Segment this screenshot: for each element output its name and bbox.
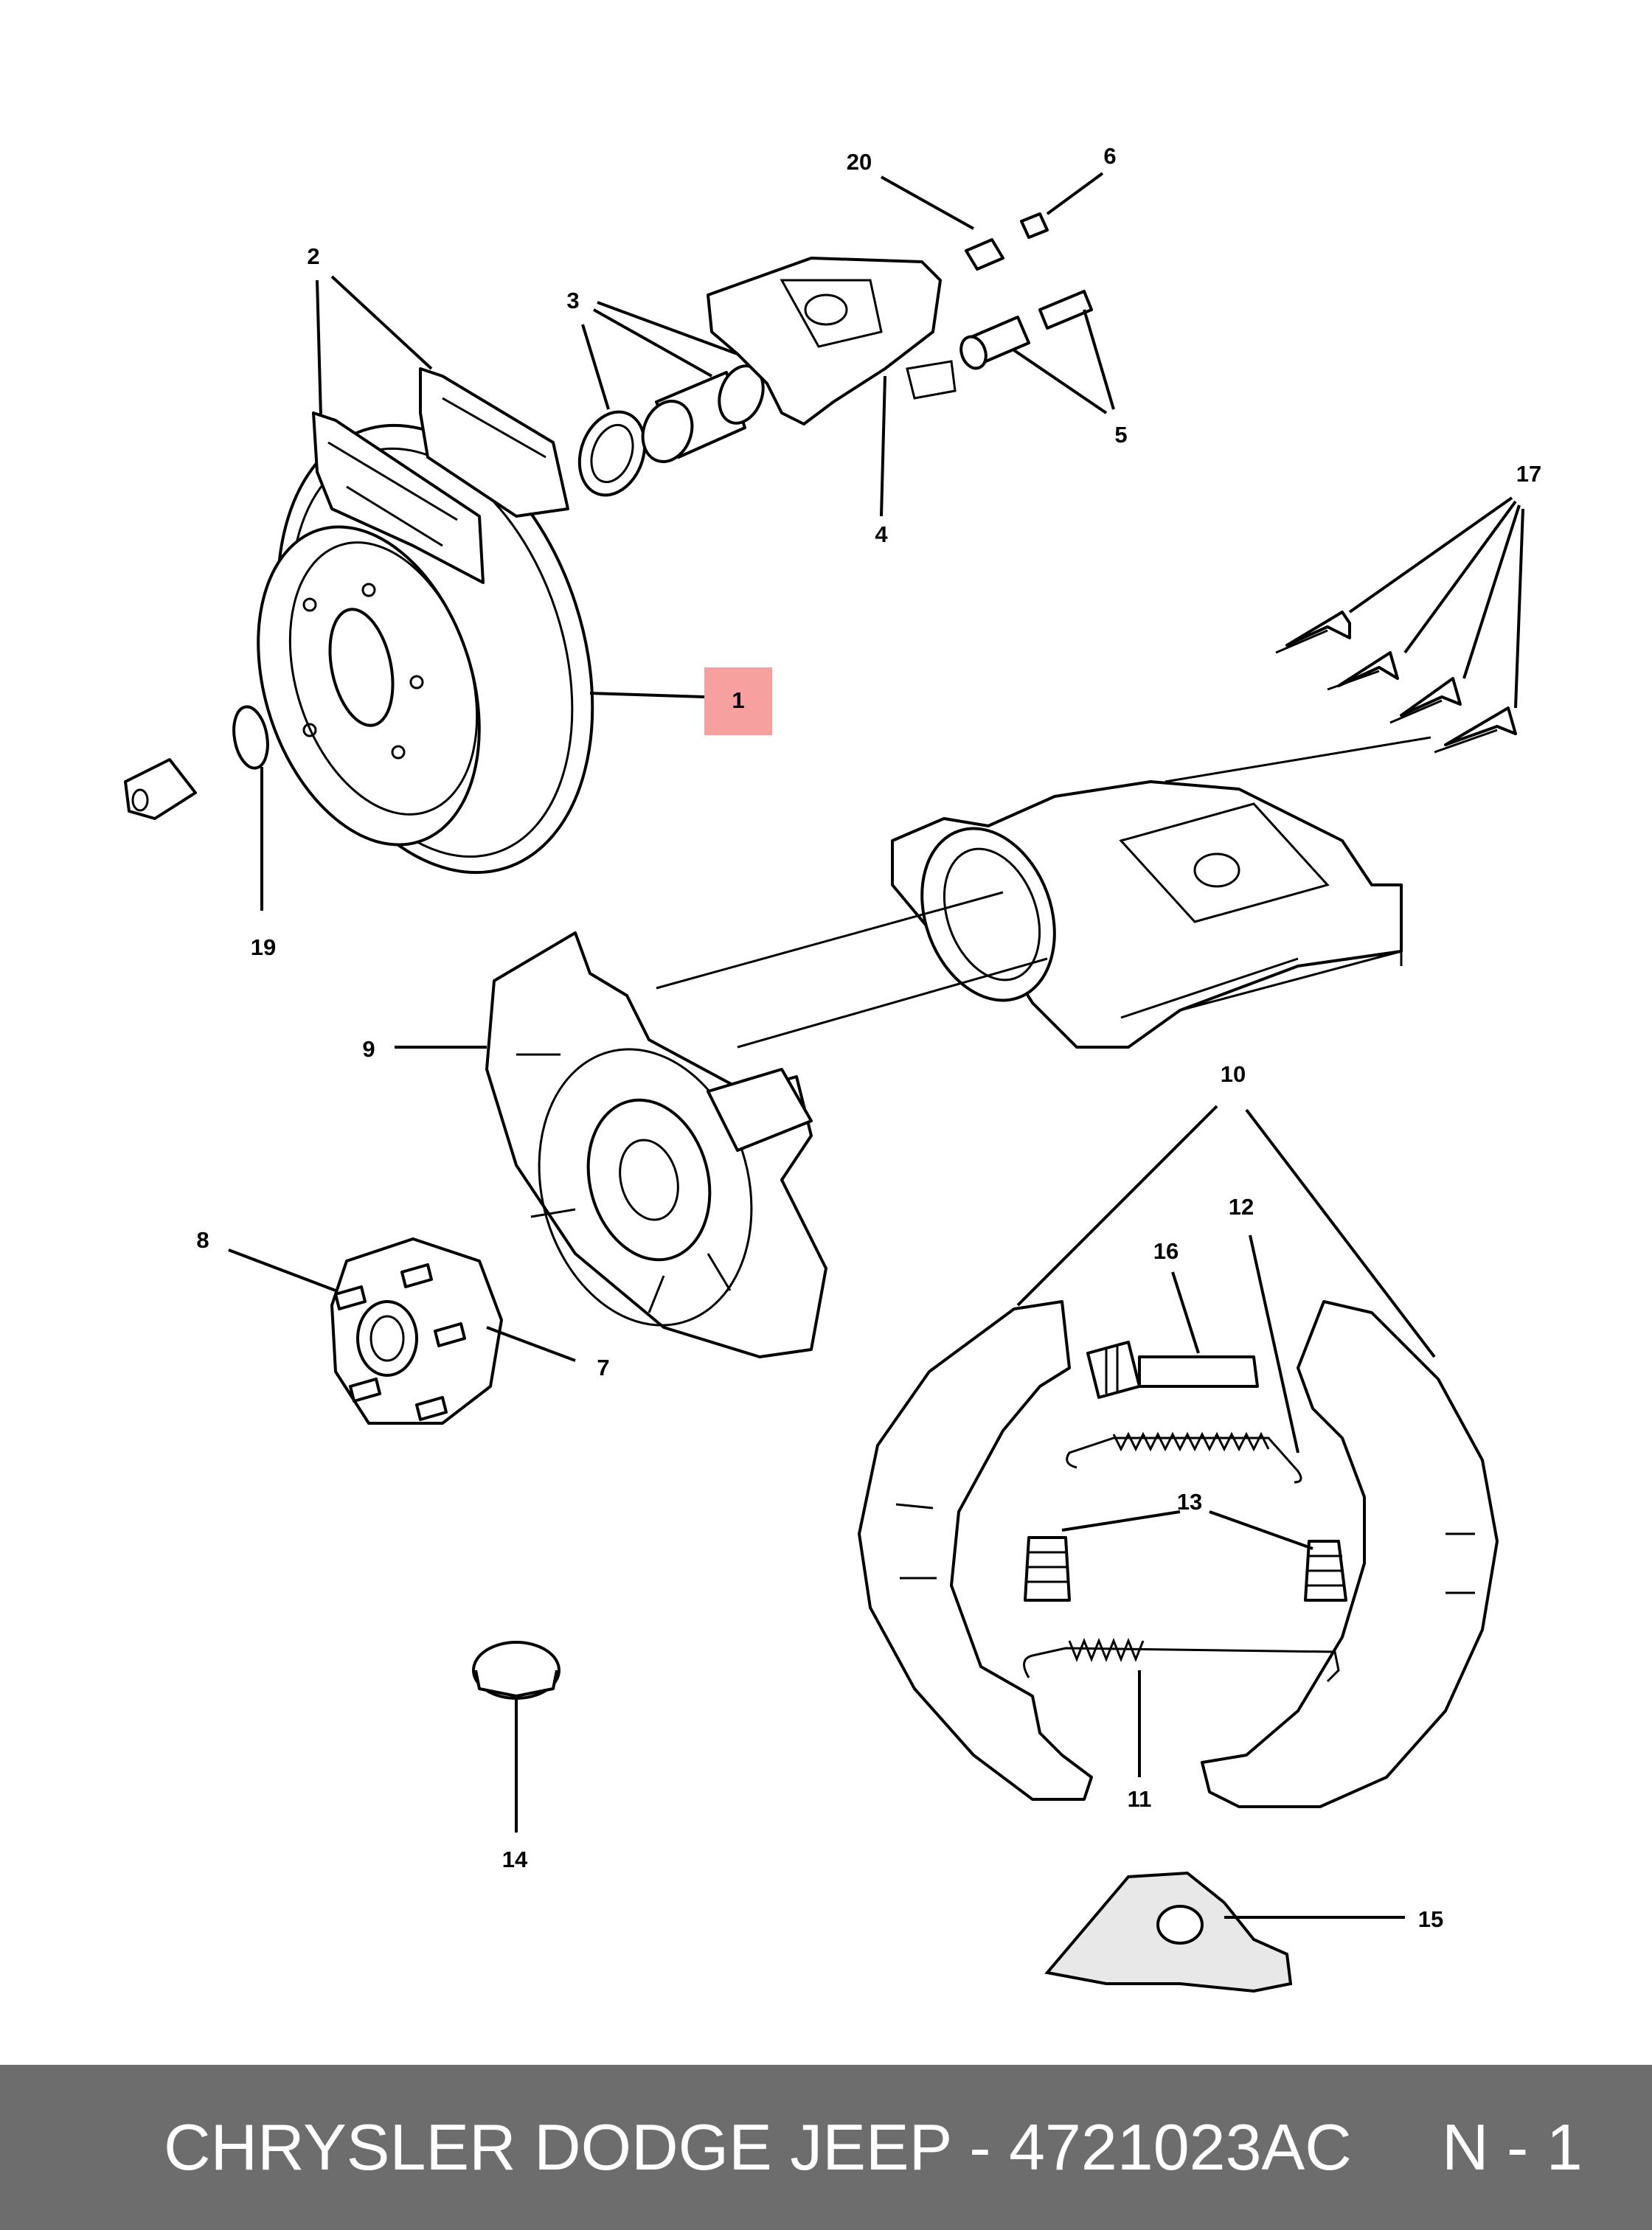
bleeder-screw-and-cap-part: [965, 212, 1049, 271]
leader-lines: [228, 172, 1524, 1919]
callout-19: 19: [251, 934, 276, 960]
highlight-box: [704, 667, 772, 735]
hub-nut-and-washer-part: [124, 705, 269, 820]
callout-11: 11: [1128, 1786, 1152, 1812]
parking-brake-shoes-part: [858, 1300, 1499, 1808]
wheel-hub-part: [330, 1237, 503, 1425]
brake-rotor-part: [257, 423, 594, 875]
footer-bar: CHRYSLER DODGE JEEP - 4721023AC N - 1: [0, 2065, 1652, 2230]
callout-8: 8: [196, 1227, 209, 1253]
callout-10: 10: [1221, 1061, 1246, 1087]
backing-plate-part: [485, 891, 1048, 1358]
brake-pads-part: [312, 367, 569, 584]
mounting-bolts-part: [1275, 611, 1517, 754]
access-plug-part: [472, 1641, 560, 1700]
hold-down-springs-part: [1024, 1536, 1347, 1602]
callout-12: 12: [1229, 1194, 1254, 1220]
callout-5: 5: [1114, 422, 1127, 448]
callout-7: 7: [597, 1355, 609, 1380]
callout-14: 14: [502, 1847, 528, 1872]
callout-3: 3: [566, 288, 579, 313]
callout-9: 9: [362, 1036, 375, 1062]
callout-1: 1: [732, 687, 744, 713]
footer-caption: CHRYSLER DODGE JEEP - 4721023AC N - 1: [164, 2110, 1583, 2185]
caliper-guide-pins-part: [959, 290, 1093, 370]
footer-brand: CHRYSLER DODGE JEEP: [164, 2111, 951, 2184]
footer-position: N - 1: [1442, 2111, 1583, 2184]
axle-housing-part: [891, 736, 1431, 1049]
upper-return-spring-part: [1066, 1431, 1302, 1484]
callout-15: 15: [1418, 1906, 1443, 1932]
callout-4: 4: [875, 521, 888, 547]
footer-part-number: 4721023AC: [1008, 2111, 1352, 2184]
callout-2: 2: [307, 243, 319, 269]
callout-20: 20: [847, 149, 872, 175]
callout-labels: 1 2 3 4 5 6 7 8 9 10 11 12 13 14 15 16 1…: [196, 143, 1541, 1932]
lower-return-spring-part: [1023, 1637, 1340, 1683]
parking-brake-bracket-part: [1044, 1871, 1293, 1993]
callout-13: 13: [1177, 1489, 1202, 1515]
callout-6: 6: [1103, 143, 1116, 169]
callout-17: 17: [1516, 461, 1541, 487]
exploded-parts-diagram: 1 2 3 4 5 6 7 8 9 10 11 12 13 14 15 16 1…: [124, 143, 1541, 1993]
adjuster-screw-part: [1086, 1341, 1259, 1399]
footer-separator: -: [969, 2111, 991, 2184]
callout-16: 16: [1153, 1238, 1179, 1264]
